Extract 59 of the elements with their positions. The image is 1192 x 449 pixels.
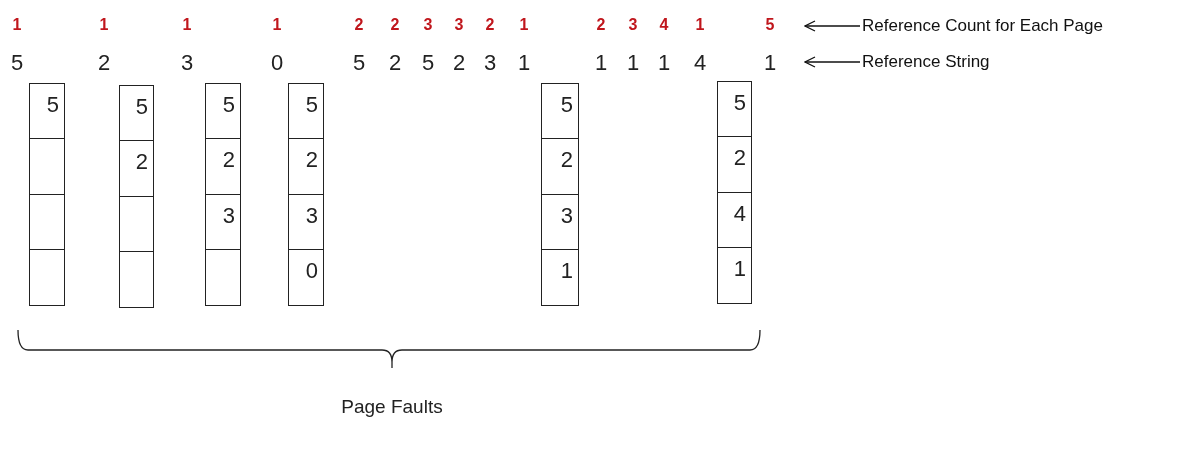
page-frame-column <box>288 83 324 306</box>
annotation-text: Reference Count for Each Page <box>862 16 1103 36</box>
reference-number: 2 <box>388 50 402 76</box>
frame-cell: 2 <box>542 138 578 194</box>
frame-cell: 1 <box>718 247 751 303</box>
page-frame-column <box>29 83 65 306</box>
arrow <box>804 20 861 32</box>
reference-number: 5 <box>352 50 366 76</box>
frame-cell: 2 <box>120 140 153 196</box>
reference-count: 3 <box>423 16 433 34</box>
reference-number: 3 <box>483 50 497 76</box>
reference-count: 1 <box>695 16 705 34</box>
reference-count: 1 <box>99 16 109 34</box>
frame-cell: 5 <box>542 84 578 140</box>
frame-cell: 2 <box>289 138 323 194</box>
frame-cell: 3 <box>542 193 578 249</box>
frame-cell: 1 <box>542 249 578 305</box>
reference-count: 3 <box>628 16 638 34</box>
reference-number: 4 <box>693 50 707 76</box>
annotation-text: Reference String <box>862 52 990 72</box>
reference-number: 1 <box>594 50 608 76</box>
reference-count: 1 <box>12 16 22 34</box>
page-frame-column <box>205 83 241 306</box>
reference-number: 2 <box>452 50 466 76</box>
reference-number: 3 <box>180 50 194 76</box>
frame-cell: 4 <box>718 191 751 247</box>
frame-cell: 2 <box>206 138 240 194</box>
reference-number: 1 <box>517 50 531 76</box>
reference-number: 2 <box>97 50 111 76</box>
frame-cell: 5 <box>289 84 323 140</box>
reference-number: 0 <box>270 50 284 76</box>
page-frame-column <box>717 81 752 304</box>
reference-number: 5 <box>10 50 24 76</box>
frame-cell: 3 <box>206 193 240 249</box>
reference-count: 1 <box>182 16 192 34</box>
reference-count: 1 <box>519 16 529 34</box>
frame-cell: 0 <box>289 249 323 305</box>
frame-cell: 5 <box>206 84 240 140</box>
page-frame-column <box>541 83 579 306</box>
frame-cell: 3 <box>289 193 323 249</box>
reference-count: 5 <box>765 16 775 34</box>
reference-count: 4 <box>659 16 669 34</box>
caption: Page Faults <box>341 396 443 418</box>
frame-cell: 5 <box>30 84 64 140</box>
page-frame-column <box>119 85 154 308</box>
reference-count: 1 <box>272 16 282 34</box>
frame-cell: 2 <box>718 136 751 192</box>
reference-count: 2 <box>390 16 400 34</box>
reference-count: 2 <box>354 16 364 34</box>
reference-number: 1 <box>626 50 640 76</box>
reference-number: 5 <box>421 50 435 76</box>
reference-number: 1 <box>657 50 671 76</box>
arrow <box>804 56 861 68</box>
reference-number: 1 <box>763 50 777 76</box>
frame-cell: 5 <box>718 82 751 138</box>
frame-cell: 5 <box>120 86 153 142</box>
reference-count: 2 <box>596 16 606 34</box>
reference-count: 3 <box>454 16 464 34</box>
reference-count: 2 <box>485 16 495 34</box>
